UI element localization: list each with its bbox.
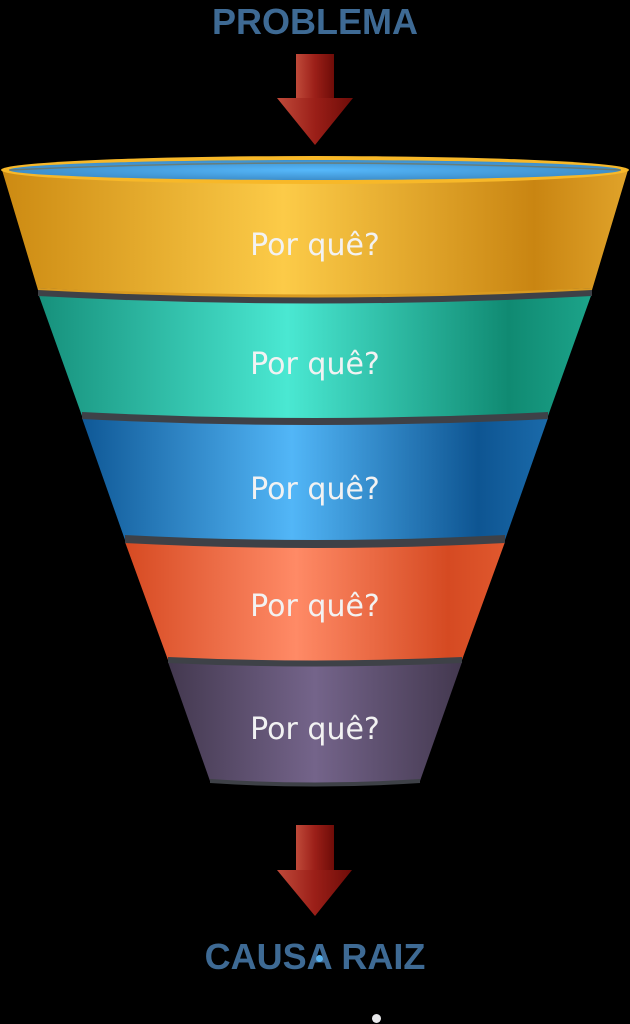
level-5-label: Por quê? [250,712,380,747]
funnel-level-2 [38,287,592,425]
funnel-level-1 [2,160,628,304]
funnel-level-3 [82,413,548,548]
arrow-down-icon [277,54,353,145]
level-4-label: Por quê? [250,589,380,624]
root-cause-title: CAUSA RAIZ [204,936,426,977]
decorative-dot [372,1014,381,1023]
problem-title: PROBLEMA [212,1,418,42]
funnel-rim [1,156,629,184]
level-3-label: Por quê? [250,472,380,507]
decorative-dot [316,955,323,962]
level-1-label: Por quê? [250,228,380,263]
funnel-level-4 [125,537,505,667]
arrow-down-icon [277,825,352,916]
level-2-label: Por quê? [250,347,380,382]
funnel-level-5 [168,658,462,787]
